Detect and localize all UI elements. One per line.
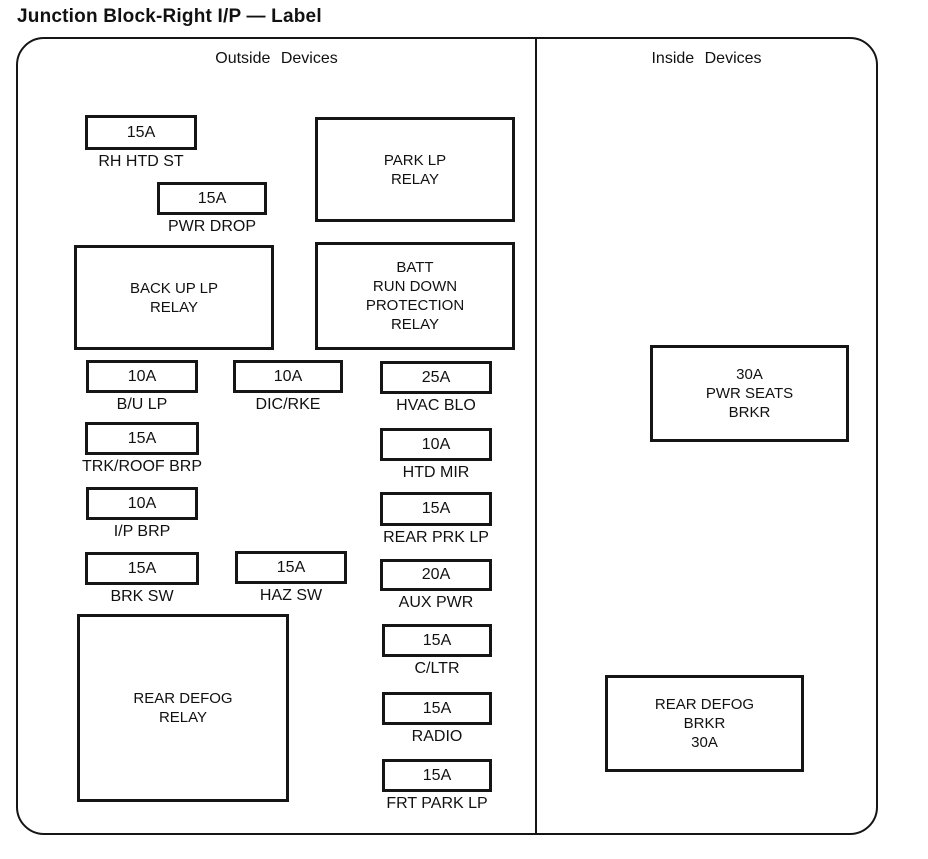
outside-devices-header: Outside Devices xyxy=(215,50,338,67)
fuse-frt-park-lp: 15A FRT PARK LP xyxy=(382,759,492,812)
fuse-amps: 15A xyxy=(127,559,157,577)
fuse-label: TRK/ROOF BRP xyxy=(82,458,203,475)
relay-label: PARK LP RELAY xyxy=(383,151,447,188)
fuse-htd-mir: 10A HTD MIR xyxy=(380,428,492,481)
fuse-ip-brp: 10A I/P BRP xyxy=(86,487,198,540)
fuse-label: I/P BRP xyxy=(113,523,171,540)
fuse-amps: 15A xyxy=(127,429,157,447)
fuse-amps: 15A xyxy=(197,189,227,207)
fuse-box: 15A xyxy=(235,551,347,584)
fuse-box: 20A xyxy=(380,559,492,591)
fuse-box: 15A xyxy=(382,692,492,725)
inside-devices-header: Inside Devices xyxy=(651,50,762,67)
fuse-label: B/U LP xyxy=(116,396,168,413)
relay-rear-defog: REAR DEFOG RELAY xyxy=(77,614,289,802)
fuse-amps: 10A xyxy=(421,435,451,453)
fuse-bu-lp: 10A B/U LP xyxy=(86,360,198,413)
fuse-label: HTD MIR xyxy=(402,464,470,481)
fuse-box: 10A xyxy=(233,360,343,393)
fuse-amps: 15A xyxy=(422,766,452,784)
fuse-cltr: 15A C/LTR xyxy=(382,624,492,677)
fuse-haz-sw: 15A HAZ SW xyxy=(235,551,347,604)
fuse-rear-prk-lp: 15A REAR PRK LP xyxy=(380,492,492,546)
fuse-label: HVAC BLO xyxy=(396,397,476,414)
fuse-rh-htd-st: 15A RH HTD ST xyxy=(85,115,197,170)
fuse-box: 10A xyxy=(380,428,492,461)
fuse-label: BRK SW xyxy=(110,588,174,605)
relay-label: BACK UP LP RELAY xyxy=(129,279,219,316)
fuse-label: RH HTD ST xyxy=(98,153,184,170)
relay-batt-run-down-protection: BATT RUN DOWN PROTECTION RELAY xyxy=(315,242,515,350)
fuse-box: 15A xyxy=(382,624,492,657)
fuse-aux-pwr: 20A AUX PWR xyxy=(380,559,492,611)
page-title: Junction Block-Right I/P — Label xyxy=(17,6,322,27)
fuse-amps: 15A xyxy=(421,500,451,517)
fuse-label: PWR DROP xyxy=(168,218,256,235)
fuse-box: 10A xyxy=(86,360,198,393)
fuse-amps: 15A xyxy=(276,558,306,576)
fuse-amps: 15A xyxy=(422,631,452,649)
relay-label: REAR DEFOG RELAY xyxy=(133,690,233,726)
fuse-box: 15A xyxy=(380,492,492,526)
fuse-amps: 20A xyxy=(421,566,451,583)
fuse-pwr-drop: 15A PWR DROP xyxy=(157,182,267,235)
fuse-amps: 10A xyxy=(273,367,303,385)
fuse-amps: 10A xyxy=(127,367,157,385)
fuse-dic-rke: 10A DIC/RKE xyxy=(233,360,343,413)
fuse-box: 15A xyxy=(85,115,197,150)
relay-back-up-lp: BACK UP LP RELAY xyxy=(74,245,274,350)
breaker-label: 30A PWR SEATS BRKR xyxy=(705,366,794,421)
fuse-amps: 15A xyxy=(422,699,452,717)
fuse-box: 15A xyxy=(85,422,199,455)
panel-divider-line xyxy=(535,39,537,833)
breaker-rear-defog: REAR DEFOG BRKR 30A xyxy=(605,675,804,772)
fuse-box: 15A xyxy=(157,182,267,215)
breaker-pwr-seats: 30A PWR SEATS BRKR xyxy=(650,345,849,442)
fuse-label: HAZ SW xyxy=(259,587,323,604)
fuse-radio: 15A RADIO xyxy=(382,692,492,745)
fuse-amps: 15A xyxy=(126,123,156,141)
fuse-hvac-blo: 25A HVAC BLO xyxy=(380,361,492,414)
fuse-label: RADIO xyxy=(411,728,463,745)
junction-block-outline: Outside Devices Inside Devices 15A RH HT… xyxy=(16,37,878,835)
fuse-label: DIC/RKE xyxy=(255,396,321,413)
fuse-brk-sw: 15A BRK SW xyxy=(85,552,199,605)
fuse-amps: 10A xyxy=(127,494,157,512)
fuse-label: REAR PRK LP xyxy=(383,529,489,546)
fuse-trk-roof-brp: 15A TRK/ROOF BRP xyxy=(82,422,203,475)
fuse-label: C/LTR xyxy=(414,660,460,677)
fuse-label: FRT PARK LP xyxy=(386,795,488,812)
fuse-label: AUX PWR xyxy=(398,594,474,611)
relay-label: BATT RUN DOWN PROTECTION RELAY xyxy=(365,259,465,333)
fuse-box: 15A xyxy=(85,552,199,585)
fuse-box: 10A xyxy=(86,487,198,520)
fuse-amps: 25A xyxy=(421,368,451,386)
fuse-box: 25A xyxy=(380,361,492,394)
relay-park-lp: PARK LP RELAY xyxy=(315,117,515,222)
breaker-label: REAR DEFOG BRKR 30A xyxy=(654,696,755,751)
fuse-box: 15A xyxy=(382,759,492,792)
